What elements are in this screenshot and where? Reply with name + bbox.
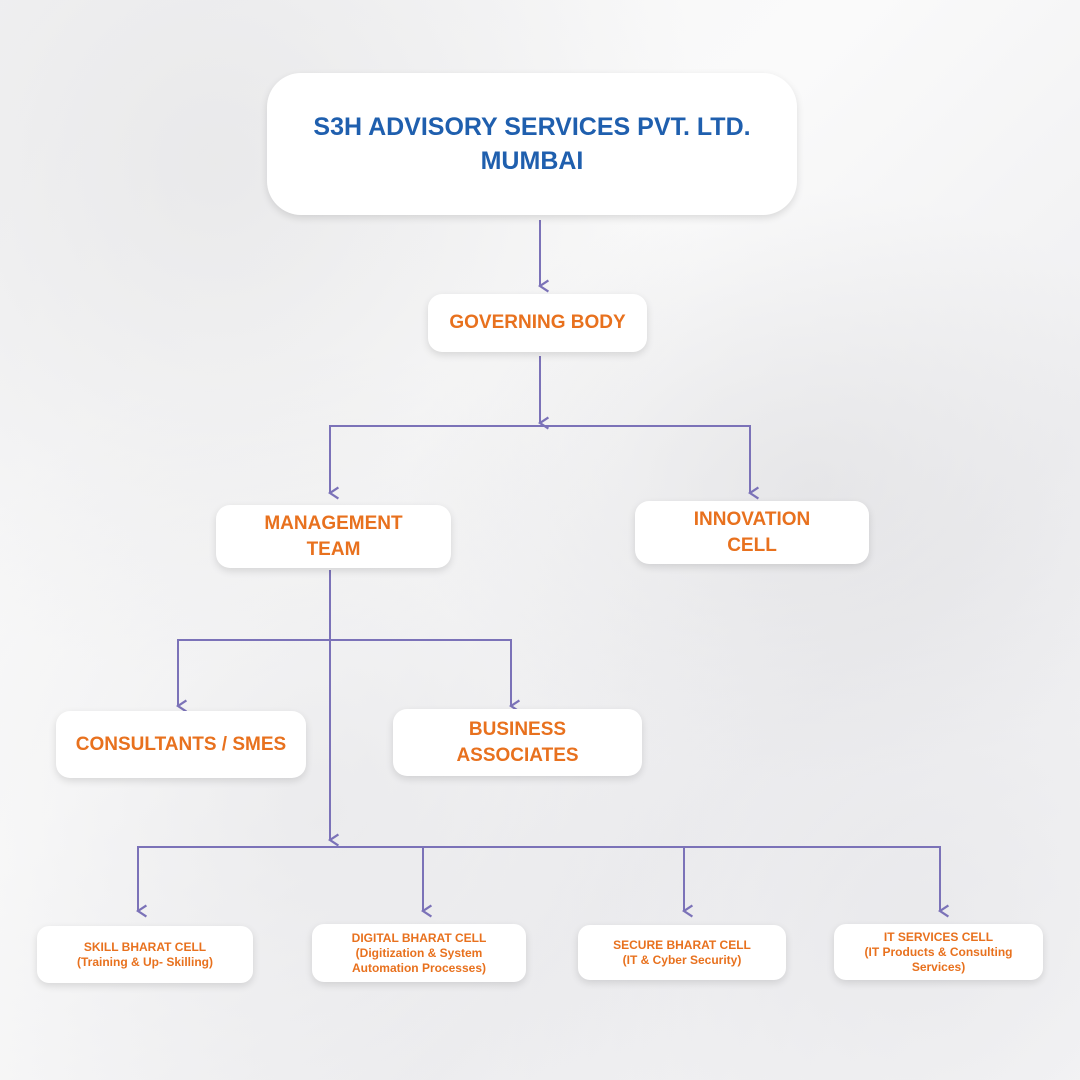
node-label: TEAM [306, 538, 361, 560]
node-label: SECURE BHARAT CELL [613, 937, 751, 952]
node-governing-body: GOVERNING BODY [428, 294, 647, 352]
node-label: INNOVATION [693, 508, 811, 530]
node-secure-bharat-cell: SECURE BHARAT CELL (IT & Cyber Security) [578, 925, 786, 980]
node-management-team: MANAGEMENT TEAM [216, 505, 451, 568]
node-label: SKILL BHARAT CELL [83, 939, 207, 954]
node-label: GOVERNING BODY [449, 312, 626, 333]
node-label: CELL [727, 534, 777, 556]
node-label: BUSINESS [468, 718, 567, 740]
node-label: IT SERVICES CELL [883, 929, 994, 944]
node-consultants-smes: CONSULTANTS / SMES [56, 711, 306, 778]
connector-management-branch [177, 639, 512, 705]
node-sublabel: (Digitization & System [355, 945, 483, 960]
node-label: MANAGEMENT [264, 512, 403, 534]
node-digital-bharat-cell: DIGITAL BHARAT CELL (Digitization & Syst… [312, 924, 526, 982]
node-innovation-cell: INNOVATION CELL [635, 501, 869, 564]
node-sublabel: (IT Products & Consulting [864, 944, 1013, 959]
node-sublabel: Automation Processes) [351, 960, 487, 975]
company-city: MUMBAI [480, 147, 584, 175]
node-business-associates: BUSINESS ASSOCIATES [393, 709, 642, 776]
node-label: DIGITAL BHARAT CELL [351, 930, 487, 945]
root-node-company: S3H ADVISORY SERVICES PVT. LTD. MUMBAI [267, 73, 797, 215]
connector-governing-branch [329, 425, 751, 492]
connector-cells-branch [137, 846, 941, 910]
company-name: S3H ADVISORY SERVICES PVT. LTD. [313, 113, 751, 141]
node-skill-bharat-cell: SKILL BHARAT CELL (Training & Up- Skilli… [37, 926, 253, 983]
node-sublabel: (Training & Up- Skilling) [77, 954, 213, 969]
node-it-services-cell: IT SERVICES CELL (IT Products & Consulti… [834, 924, 1043, 980]
node-sublabel: (IT & Cyber Security) [622, 952, 742, 967]
node-label: CONSULTANTS / SMES [75, 733, 287, 755]
node-label: ASSOCIATES [456, 744, 579, 766]
node-sublabel: Services) [911, 959, 966, 974]
